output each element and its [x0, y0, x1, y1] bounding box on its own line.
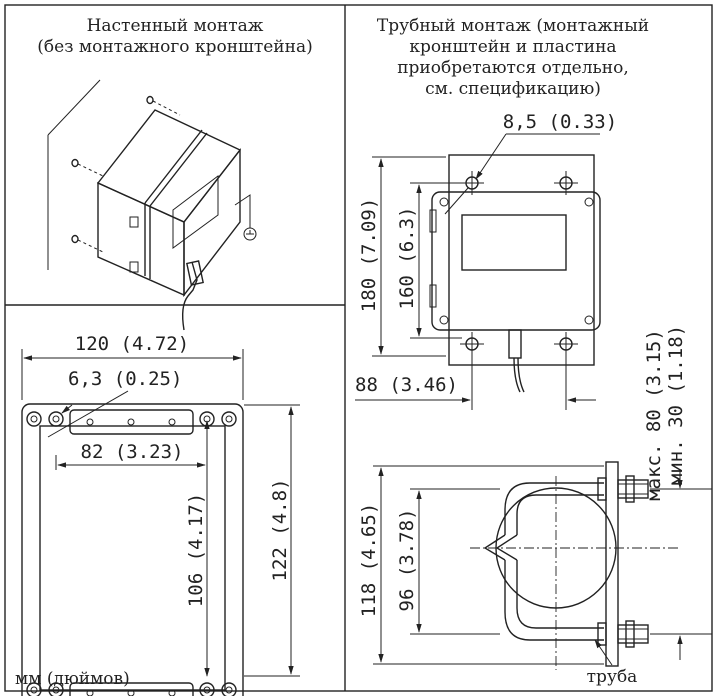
dim-hole-dia-bracket: 8,5 (0.33) [503, 111, 617, 133]
pipe-bracket-front [355, 133, 601, 410]
dim-clamp-inner: 96 (3.78) [396, 509, 418, 612]
wall-front-view [21, 349, 300, 696]
pipe-caption-line3: приобретаются отдельно, [397, 58, 629, 78]
dim-bracket-hole-spacing: 88 (3.46) [355, 374, 458, 396]
dim-hole-horizontal: 82 (3.23) [81, 441, 184, 463]
wall-mount-isometric [47, 79, 257, 331]
dim-hole-vertical: 106 (4.17) [185, 493, 207, 607]
wall-caption-line2: (без монтажного кронштейна) [37, 37, 312, 57]
dim-max-pipe: макс. 80 (3.15) [643, 329, 665, 501]
dim-width-total: 120 (4.72) [75, 333, 189, 355]
wall-caption-line1: Настенный монтаж [87, 16, 264, 36]
dim-min-pipe: мин. 30 (1.18) [665, 325, 687, 485]
pipe-label: труба [587, 667, 638, 687]
pipe-caption-line1: Трубный монтаж (монтажный [377, 16, 649, 36]
dim-clamp-outer: 118 (4.65) [358, 503, 380, 617]
pipe-caption-line2: кронштейн и пластина [409, 37, 616, 57]
dim-height-total: 122 (4.8) [269, 479, 291, 582]
pipe-clamp-top-view [373, 310, 713, 670]
dim-plate-hole-spacing: 160 (6.3) [396, 207, 418, 310]
dim-hole-dia-wall: 6,3 (0.25) [68, 368, 182, 390]
pipe-caption-line4: см. спецификацию) [425, 79, 601, 99]
units-label: мм (дюймов) [15, 669, 130, 689]
dim-bracket-height: 180 (7.09) [358, 198, 380, 312]
